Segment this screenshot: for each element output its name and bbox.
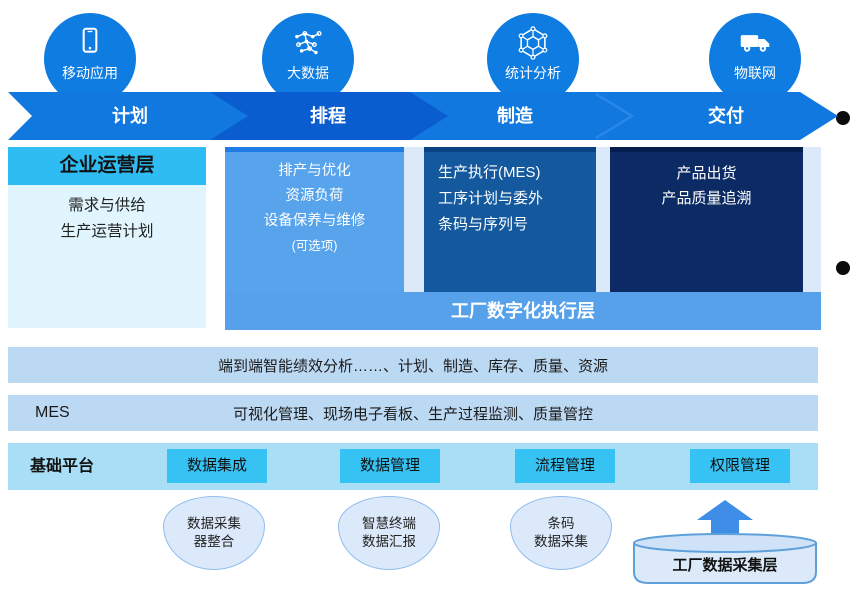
platform-bar: 基础平台 数据集成 数据管理 流程管理 权限管理 bbox=[8, 443, 818, 490]
stage-manufacturing: 制造 bbox=[497, 106, 533, 126]
stage-plan: 计划 bbox=[112, 106, 148, 126]
enterprise-operations-box: 企业运营层 需求与供给 生产运营计划 bbox=[8, 147, 206, 328]
capability-label: 物联网 bbox=[734, 65, 776, 81]
capability-label: 大数据 bbox=[287, 65, 329, 81]
stage-delivery: 交付 bbox=[708, 106, 744, 126]
platform-title: 基础平台 bbox=[30, 458, 95, 475]
statistics-icon bbox=[518, 26, 548, 60]
box-top-strip bbox=[424, 147, 596, 152]
up-arrow-icon bbox=[697, 500, 753, 538]
collector-smart-terminal-report: 智慧终端 数据汇报 bbox=[338, 496, 440, 570]
capability-circle-bigdata: 大数据 bbox=[262, 13, 354, 105]
bullet-dot bbox=[836, 261, 850, 275]
mes-bar: MES 可视化管理、现场电子看板、生产过程监测、质量管控 bbox=[8, 395, 818, 431]
iot-truck-icon bbox=[740, 35, 770, 52]
collector-barcode-data: 条码 数据采集 bbox=[510, 496, 612, 570]
mes-label: MES bbox=[35, 404, 70, 421]
enterprise-operations-title: 企业运营层 bbox=[8, 147, 206, 185]
box-top-strip bbox=[610, 147, 803, 152]
analysis-bar: 端到端智能绩效分析……、计划、制造、库存、质量、资源 bbox=[8, 347, 818, 383]
capability-label: 移动应用 bbox=[62, 65, 118, 81]
capability-label: 统计分析 bbox=[505, 65, 561, 81]
module-badge-process-management: 流程管理 bbox=[515, 449, 615, 483]
big-data-icon bbox=[295, 31, 322, 55]
execution-layer-title: 工厂数字化执行层 bbox=[225, 292, 821, 330]
manufacturing-box: 生产执行(MES) 工序计划与委外 条码与序列号 bbox=[424, 147, 596, 292]
capability-circle-iot: 物联网 bbox=[709, 13, 801, 105]
module-badge-permission-management: 权限管理 bbox=[690, 449, 790, 483]
bullet-dot bbox=[836, 111, 850, 125]
module-badge-data-management: 数据管理 bbox=[340, 449, 440, 483]
capability-circle-mobile: 移动应用 bbox=[44, 13, 136, 105]
mes-bar-text: 可视化管理、现场电子看板、生产过程监测、质量管控 bbox=[232, 405, 593, 423]
stage-scheduling: 排程 bbox=[310, 106, 346, 126]
module-badge-data-integration: 数据集成 bbox=[167, 449, 267, 483]
mobile-app-icon bbox=[82, 27, 98, 53]
collector-data-collector-integration: 数据采集 器整合 bbox=[163, 496, 265, 570]
process-arrow-banner bbox=[8, 92, 838, 140]
execution-layer-container: 排产与优化 资源负荷 设备保养与维修 (可选项) 生产执行(MES) 工序计划与… bbox=[225, 147, 821, 330]
capability-circle-statistics: 统计分析 bbox=[487, 13, 579, 105]
enterprise-operations-lines: 需求与供给 生产运营计划 bbox=[60, 197, 154, 240]
delivery-box: 产品出货 产品质量追溯 bbox=[610, 147, 803, 292]
box-top-strip bbox=[225, 147, 404, 152]
collection-layer-title: 工厂数据采集层 bbox=[672, 556, 778, 574]
collection-layer-cylinder bbox=[633, 533, 817, 584]
analysis-bar-text: 端到端智能绩效分析……、计划、制造、库存、质量、资源 bbox=[217, 357, 608, 375]
scheduling-box: 排产与优化 资源负荷 设备保养与维修 (可选项) bbox=[225, 147, 404, 292]
